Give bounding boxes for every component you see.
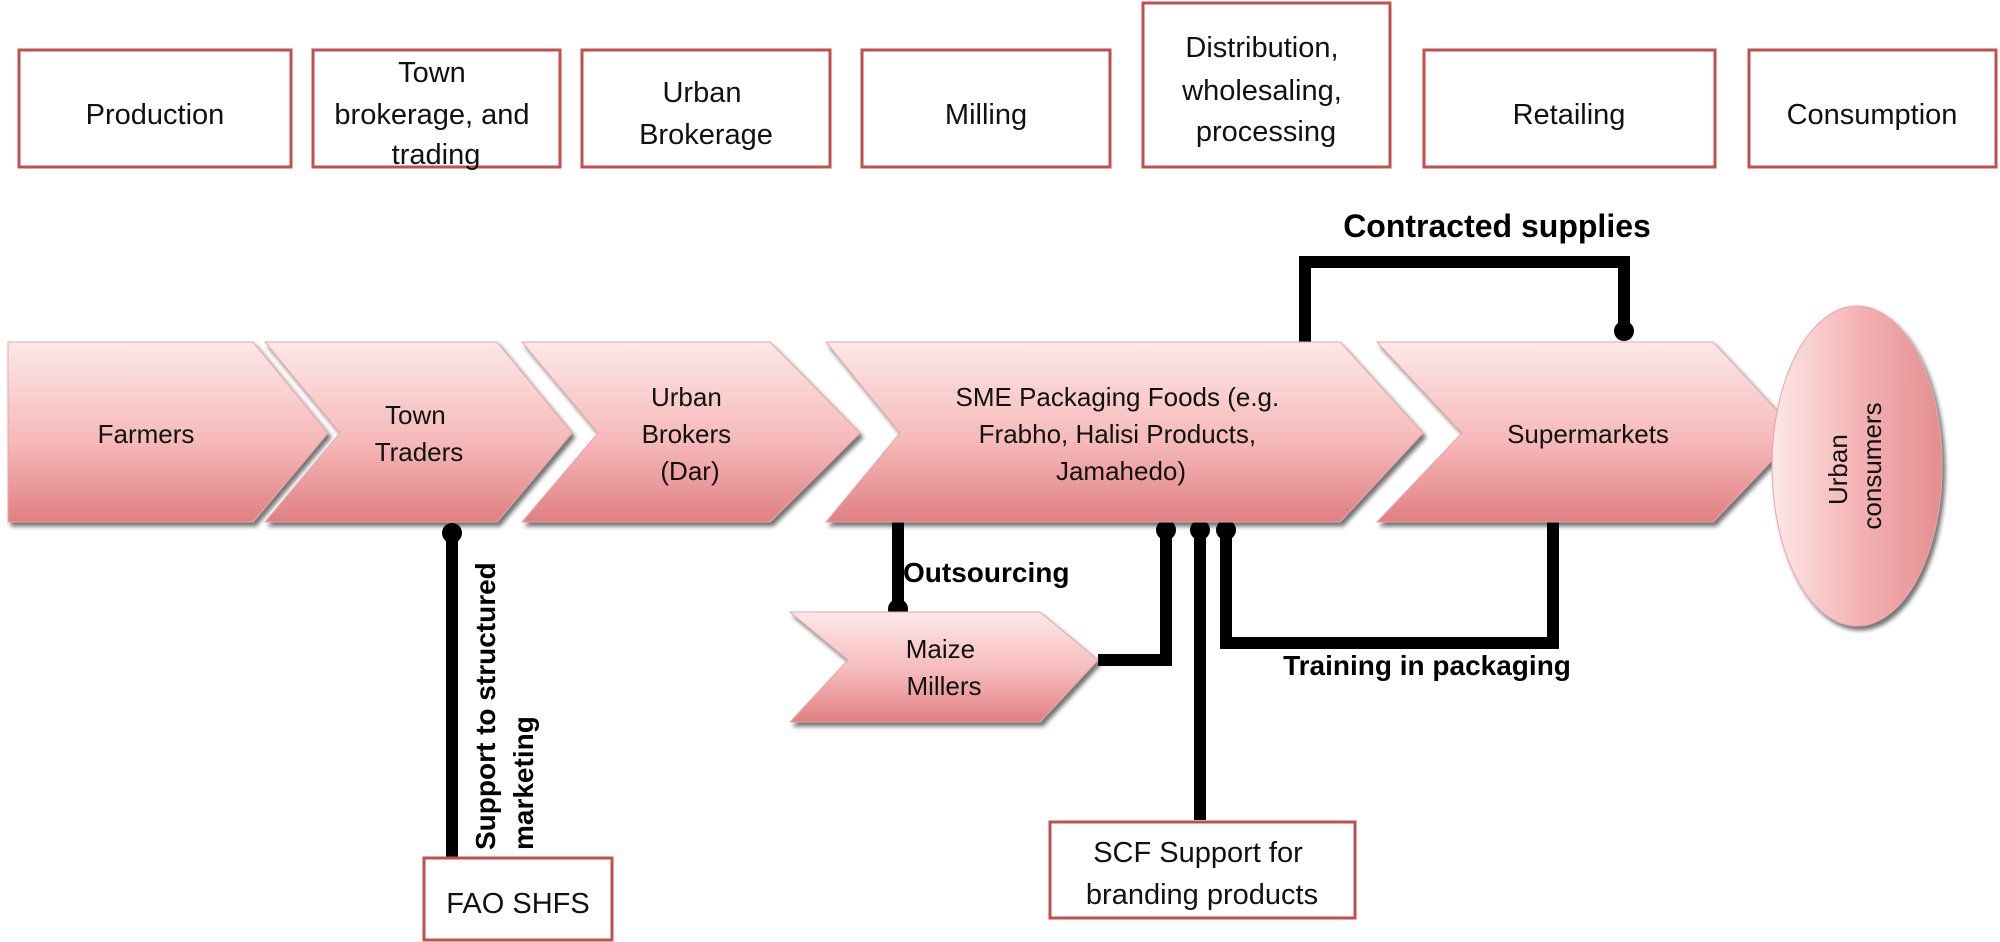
town-traders-label: Town Traders: [375, 400, 464, 467]
fao-shfs-label: FAO SHFS: [446, 888, 589, 920]
chevron-farmers: [7, 341, 329, 523]
stage-consumption-label: Consumption: [1787, 99, 1958, 131]
training-label: Training in packaging: [1283, 650, 1571, 681]
millers-return-line: [1098, 533, 1172, 666]
scf-support-box: SCF Support for branding products: [1048, 820, 1357, 920]
fao-support-arrowhead: [442, 523, 462, 543]
supermarkets-label: Supermarkets: [1507, 419, 1669, 449]
value-chain: [7, 305, 1943, 723]
contracted-supplies-arrowhead: [1614, 321, 1634, 341]
stage-town-brokerage: Town brokerage, and trading: [311, 48, 562, 171]
stage-distribution: Distribution, wholesaling, processing: [1141, 1, 1392, 169]
outsourcing-label: Outsourcing: [903, 557, 1069, 588]
sme-label: SME Packaging Foods (e.g. Frabho, Halisi…: [956, 382, 1287, 486]
chevron-town-traders: [263, 341, 573, 523]
stage-retailing: Retailing: [1422, 48, 1717, 169]
chevron-maize-millers: [788, 611, 1099, 723]
support-boxes: FAO SHFS SCF Support for branding produc…: [422, 820, 1357, 942]
fao-shfs-box: FAO SHFS: [422, 856, 614, 942]
millers-return-arrowhead: [1156, 520, 1176, 540]
scf-support-label: SCF Support for branding products: [1086, 837, 1318, 911]
contracted-supplies-line: [1299, 256, 1630, 342]
stage-urban-brokerage: Urban Brokerage: [580, 48, 832, 169]
stage-production: Production: [17, 48, 293, 169]
urban-consumers-oval: [1771, 305, 1943, 627]
training-arrowhead: [1216, 520, 1236, 540]
stage-row: Production Town brokerage, and trading U…: [17, 1, 1998, 171]
stage-milling: Milling: [860, 48, 1112, 169]
stage-town-brokerage-label: Town brokerage, and trading: [334, 57, 537, 171]
support-structured-label: Support to structured marketing: [470, 554, 539, 850]
training-line: [1220, 520, 1559, 649]
stage-urban-brokerage-label: Urban Brokerage: [639, 77, 773, 151]
maize-millers-label: Maize Millers: [906, 634, 983, 701]
urban-consumers-label: Urban consumers: [1823, 402, 1887, 529]
chevron-supermarkets: [1375, 341, 1799, 523]
urban-brokers-label: Urban Brokers (Dar): [642, 382, 739, 486]
stage-retailing-label: Retailing: [1513, 99, 1626, 131]
stage-production-label: Production: [86, 99, 225, 131]
contracted-supplies-label: Contracted supplies: [1343, 208, 1651, 244]
chevron-sme: [824, 341, 1424, 523]
chevron-labels: Farmers Town Traders Urban Brokers (Dar)…: [98, 382, 1887, 701]
scf-support-arrowhead: [1190, 520, 1210, 540]
stage-distribution-label: Distribution, wholesaling, processing: [1181, 32, 1350, 148]
connectors: [442, 256, 1634, 857]
chevron-urban-brokers: [520, 341, 861, 523]
farmers-label: Farmers: [98, 419, 195, 449]
stage-milling-label: Milling: [945, 99, 1027, 131]
stage-consumption: Consumption: [1747, 48, 1998, 169]
flow-labels: Contracted supplies Outsourcing Training…: [470, 208, 1651, 850]
